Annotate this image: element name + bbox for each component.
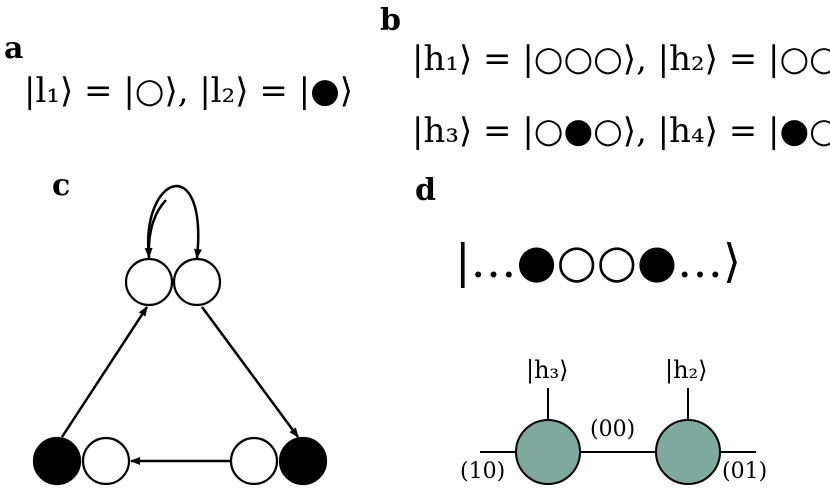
bottom-right-filled-site bbox=[278, 436, 328, 486]
middle-bond-label: (00) bbox=[590, 417, 635, 442]
bottom-left-empty-site bbox=[81, 436, 131, 486]
self-loop-arrow-left-head bbox=[144, 199, 167, 258]
left-tensor-node bbox=[515, 419, 581, 485]
transition-graph bbox=[32, 184, 328, 486]
panel-d-label: d bbox=[415, 173, 436, 208]
right-physical-ket: |h₂⟩ bbox=[665, 356, 708, 385]
left-bond-label: (10) bbox=[460, 459, 505, 484]
panel-a-label: a bbox=[4, 31, 23, 66]
panel-b-equation-line2: |h₃⟩ = |○●○⟩, |h₄⟩ = |●○●⟩ bbox=[412, 111, 830, 151]
panel-a-equation: |l₁⟩ = |○⟩, |l₂⟩ = |●⟩ bbox=[24, 71, 353, 111]
left-physical-ket: |h₃⟩ bbox=[526, 356, 569, 385]
chain-state: |…●○○●…⟩ bbox=[455, 234, 741, 288]
panel-b-label: b bbox=[380, 3, 401, 38]
right-bond-label: (01) bbox=[722, 459, 767, 484]
panel-c-label: c bbox=[52, 168, 70, 203]
arrow-top-to-bottom-right bbox=[200, 306, 300, 438]
bottom-left-filled-site bbox=[32, 436, 82, 486]
right-tensor-node bbox=[655, 419, 721, 485]
tensor-network bbox=[480, 388, 756, 485]
top-left-empty-site bbox=[124, 257, 174, 307]
top-right-empty-site bbox=[172, 257, 222, 307]
bottom-right-empty-site bbox=[229, 436, 279, 486]
arrow-bottom-left-to-top bbox=[60, 306, 149, 438]
self-loop-arrow bbox=[146, 184, 202, 259]
panel-b-equation-line1: |h₁⟩ = |○○○⟩, |h₂⟩ = |○○●⟩, bbox=[412, 39, 830, 79]
